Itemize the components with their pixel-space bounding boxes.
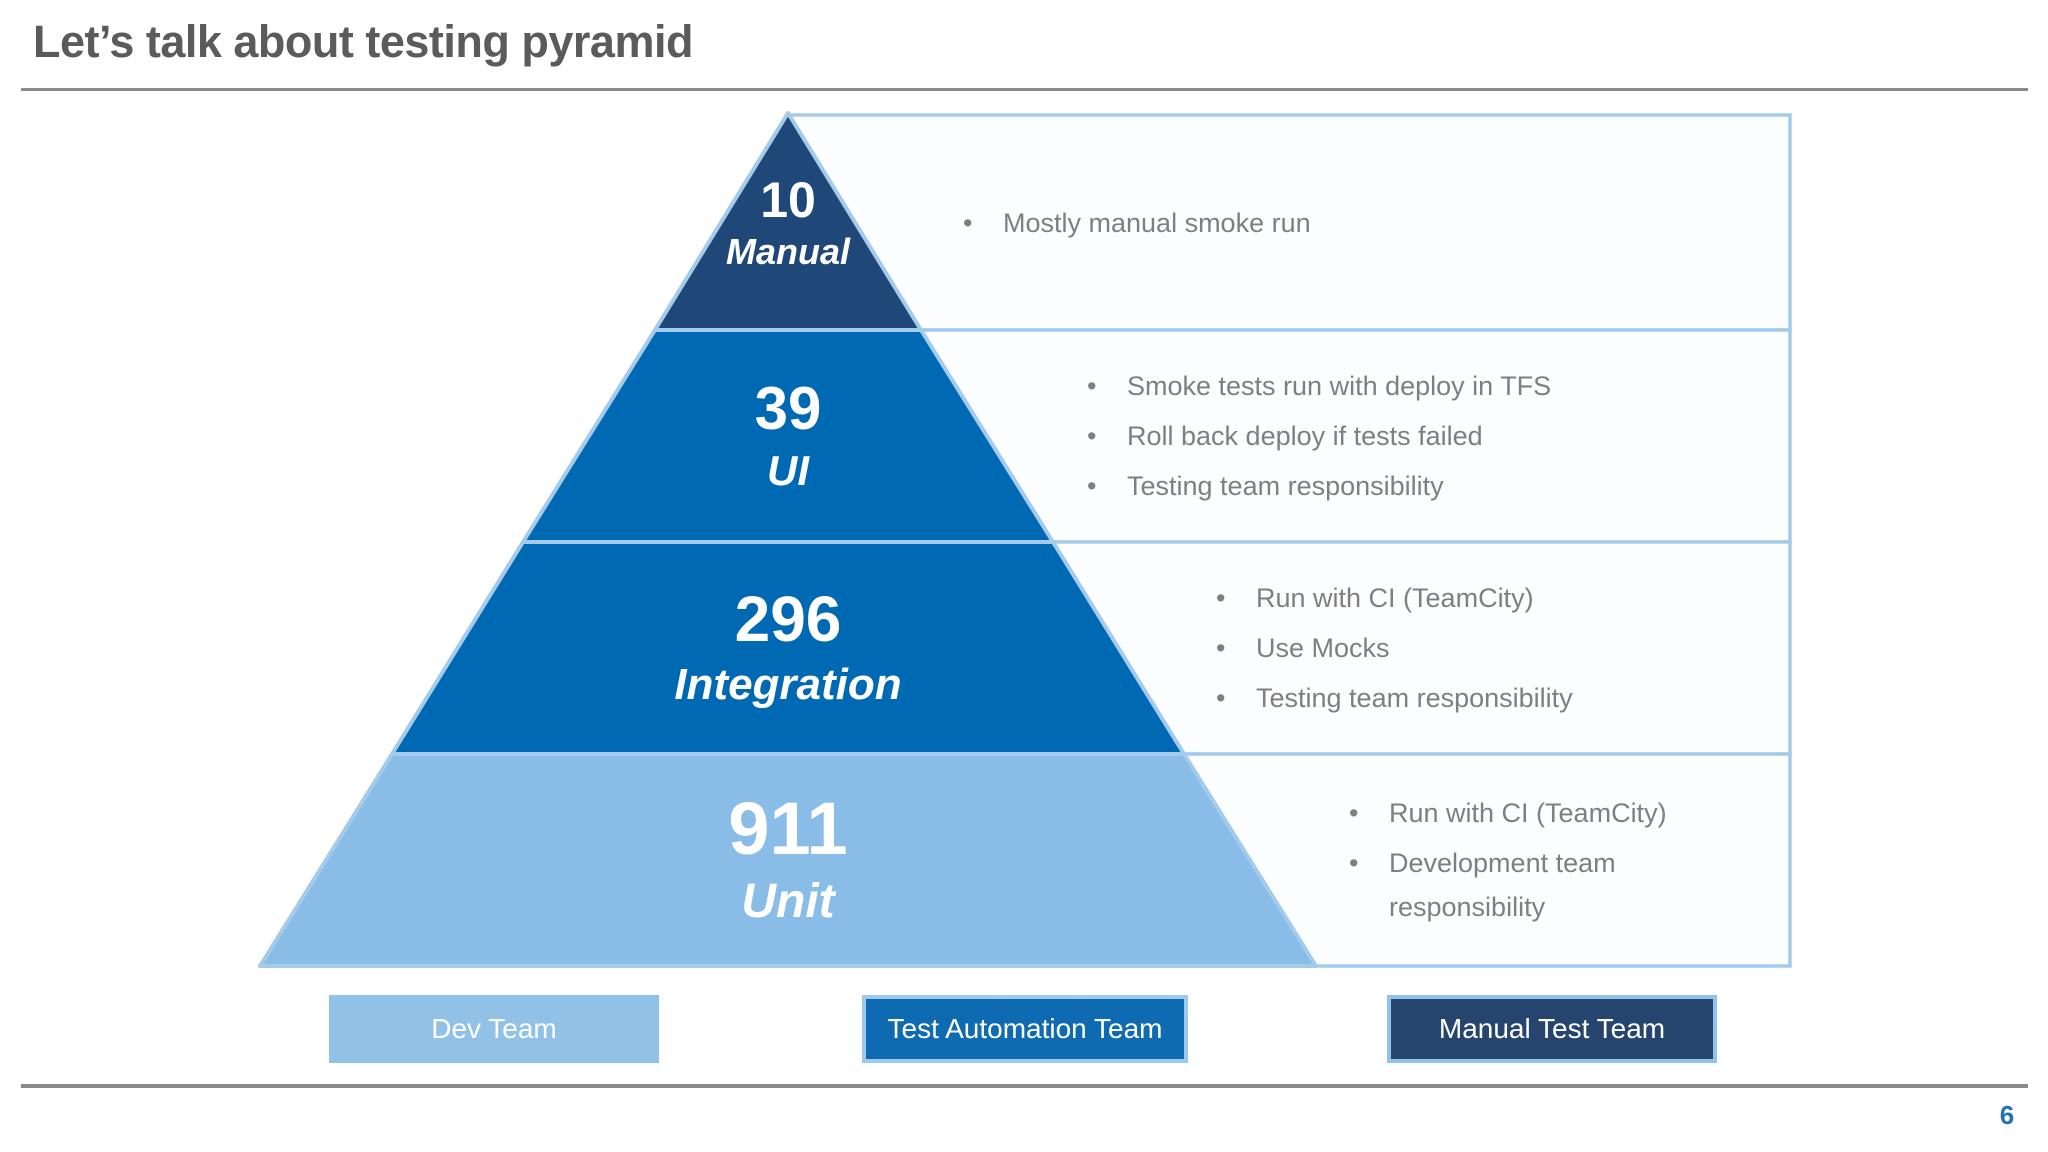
list-item: • Smoke tests run with deploy in TFS — [1087, 364, 1777, 408]
pyramid-level-integration-shape — [390, 540, 1186, 756]
bullet-icon: • — [1216, 683, 1226, 713]
bullet-text: Use Mocks — [1256, 633, 1390, 663]
list-item: • Development team responsibility — [1349, 841, 1779, 929]
bullet-icon: • — [1087, 421, 1097, 451]
bullet-icon: • — [1349, 798, 1359, 828]
bullet-text: Development team responsibility — [1389, 848, 1616, 922]
bullet-text: Roll back deploy if tests failed — [1127, 421, 1483, 451]
list-item: • Roll back deploy if tests failed — [1087, 414, 1777, 458]
list-item: • Mostly manual smoke run — [963, 201, 1743, 245]
bullet-text: Testing team responsibility — [1127, 471, 1444, 501]
bullet-text: Smoke tests run with deploy in TFS — [1127, 371, 1552, 401]
page-title: Let’s talk about testing pyramid — [33, 16, 693, 67]
title-divider — [21, 88, 2028, 91]
legend-label: Dev Team — [431, 1013, 557, 1044]
page-number: 6 — [1999, 1100, 2015, 1130]
bullet-text: Run with CI (TeamCity) — [1389, 798, 1667, 828]
legend-dev-team: Dev Team — [329, 995, 659, 1063]
notes-manual: • Mostly manual smoke run — [963, 115, 1743, 330]
bullet-icon: • — [963, 207, 973, 238]
bullet-text: Mostly manual smoke run — [1003, 207, 1311, 238]
notes-unit: • Run with CI (TeamCity) • Development t… — [1349, 754, 1779, 966]
bullet-icon: • — [1216, 583, 1226, 613]
legend-test-automation-team: Test Automation Team — [862, 995, 1188, 1063]
list-item: • Testing team responsibility — [1087, 464, 1777, 508]
list-item: • Run with CI (TeamCity) — [1349, 791, 1779, 835]
bullet-icon: • — [1087, 371, 1097, 401]
list-item: • Use Mocks — [1216, 626, 1776, 670]
notes-integration: • Run with CI (TeamCity) • Use Mocks • T… — [1216, 542, 1776, 754]
notes-ui: • Smoke tests run with deploy in TFS • R… — [1087, 330, 1777, 542]
legend-manual-test-team: Manual Test Team — [1387, 995, 1717, 1063]
bullet-icon: • — [1349, 848, 1359, 878]
list-item: • Run with CI (TeamCity) — [1216, 576, 1776, 620]
bullet-icon: • — [1087, 471, 1097, 501]
pyramid-level-unit-shape — [258, 752, 1318, 968]
legend-label: Manual Test Team — [1438, 1013, 1666, 1044]
list-item: • Testing team responsibility — [1216, 676, 1776, 720]
bullet-text: Testing team responsibility — [1256, 683, 1573, 713]
bullet-text: Run with CI (TeamCity) — [1256, 583, 1534, 613]
legend-label: Test Automation Team — [887, 1013, 1163, 1044]
bullet-icon: • — [1216, 633, 1226, 663]
notes-box-manual — [786, 113, 1792, 332]
footer-divider — [21, 1084, 2028, 1088]
